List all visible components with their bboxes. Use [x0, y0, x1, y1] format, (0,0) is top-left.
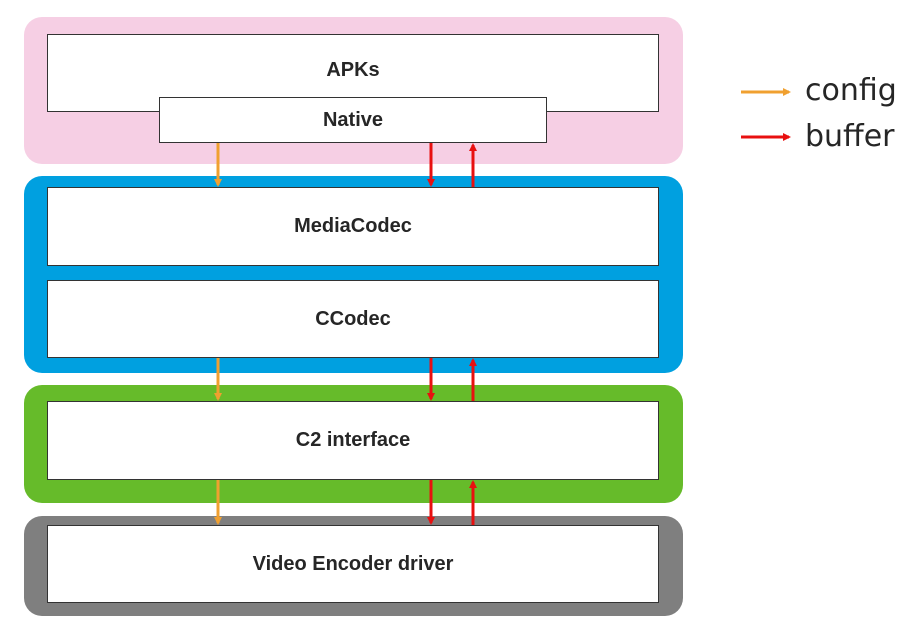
c2-interface-box: C2 interface	[47, 401, 659, 480]
video-encoder-driver-box: Video Encoder driver	[47, 525, 659, 603]
mediacodec-box: MediaCodec	[47, 187, 659, 266]
legend-config-label: config	[805, 73, 897, 108]
ccodec-label: CCodec	[315, 307, 391, 330]
apks-label: APKs	[326, 59, 380, 81]
ccodec-box: CCodec	[47, 280, 659, 358]
native-box: Native	[159, 97, 547, 143]
mediacodec-label: MediaCodec	[294, 215, 412, 237]
legend-buffer-label: buffer	[805, 119, 895, 154]
video-encoder-driver-label: Video Encoder driver	[252, 552, 454, 575]
c2-interface-label: C2 interface	[295, 429, 411, 451]
native-label: Native	[322, 108, 384, 131]
